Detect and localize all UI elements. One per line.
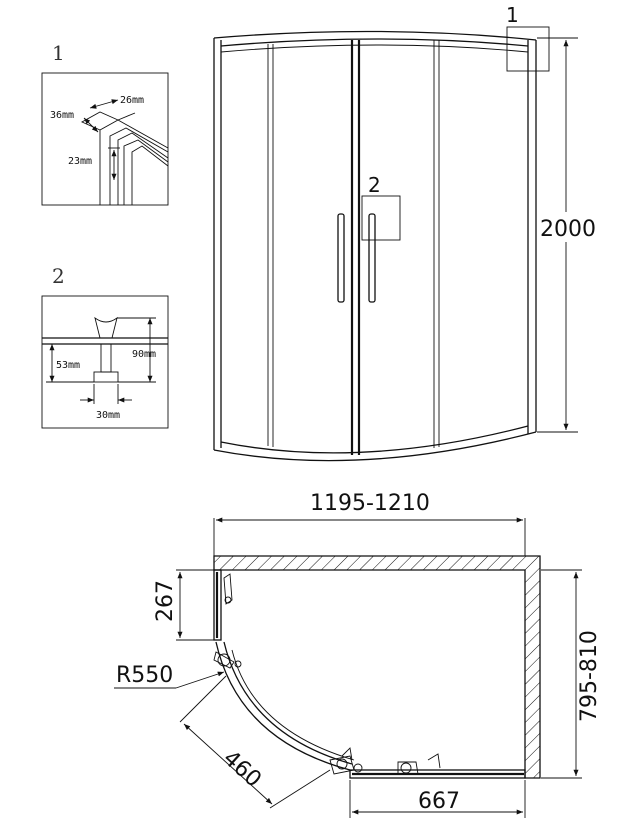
- detail-2-height-total-label: 90mm: [132, 349, 156, 360]
- callout-2-box: [361, 195, 401, 241]
- plan-view: 1195-1210 795-810 267: [114, 491, 602, 818]
- plan-opening-label: 460: [218, 746, 266, 793]
- detail-1-frame: [41, 72, 169, 206]
- wall-hatch: [213, 555, 541, 779]
- plan-depth-label: 795-810: [577, 630, 602, 722]
- plan-radius-label: R550: [116, 663, 173, 688]
- plan-front-panel-label: 667: [418, 789, 460, 814]
- height-dimension-label: 2000: [540, 217, 596, 242]
- roller-bottom: [329, 755, 419, 775]
- plan-width-label: 1195-1210: [310, 491, 430, 516]
- left-door-handle: [337, 213, 345, 303]
- roller-left: [213, 651, 242, 669]
- detail-1-height-label: 23mm: [68, 156, 92, 167]
- right-door-handle: [368, 213, 376, 303]
- detail-1: 1 26mm 36mm 23mm: [41, 41, 169, 206]
- detail-1-width-label: 26mm: [120, 95, 144, 106]
- detail-2-frame: [41, 295, 169, 429]
- callout-1-label: 1: [506, 3, 519, 27]
- plan-fixed-panel-label: 267: [153, 580, 178, 622]
- callout-1-box: [506, 26, 550, 72]
- detail-2: 2 90mm 53mm 30mm: [41, 264, 169, 429]
- front-elevation: 2 1 2000: [213, 3, 596, 462]
- detail-2-height-lower-label: 53mm: [56, 360, 80, 371]
- detail-1-depth-label: 36mm: [50, 110, 74, 121]
- detail-1-profile: [80, 111, 169, 205]
- callout-2-label: 2: [368, 173, 381, 197]
- detail-2-handle: [42, 316, 168, 383]
- detail-2-number: 2: [52, 264, 65, 288]
- detail-2-width-label: 30mm: [96, 410, 120, 421]
- detail-1-number: 1: [52, 41, 65, 65]
